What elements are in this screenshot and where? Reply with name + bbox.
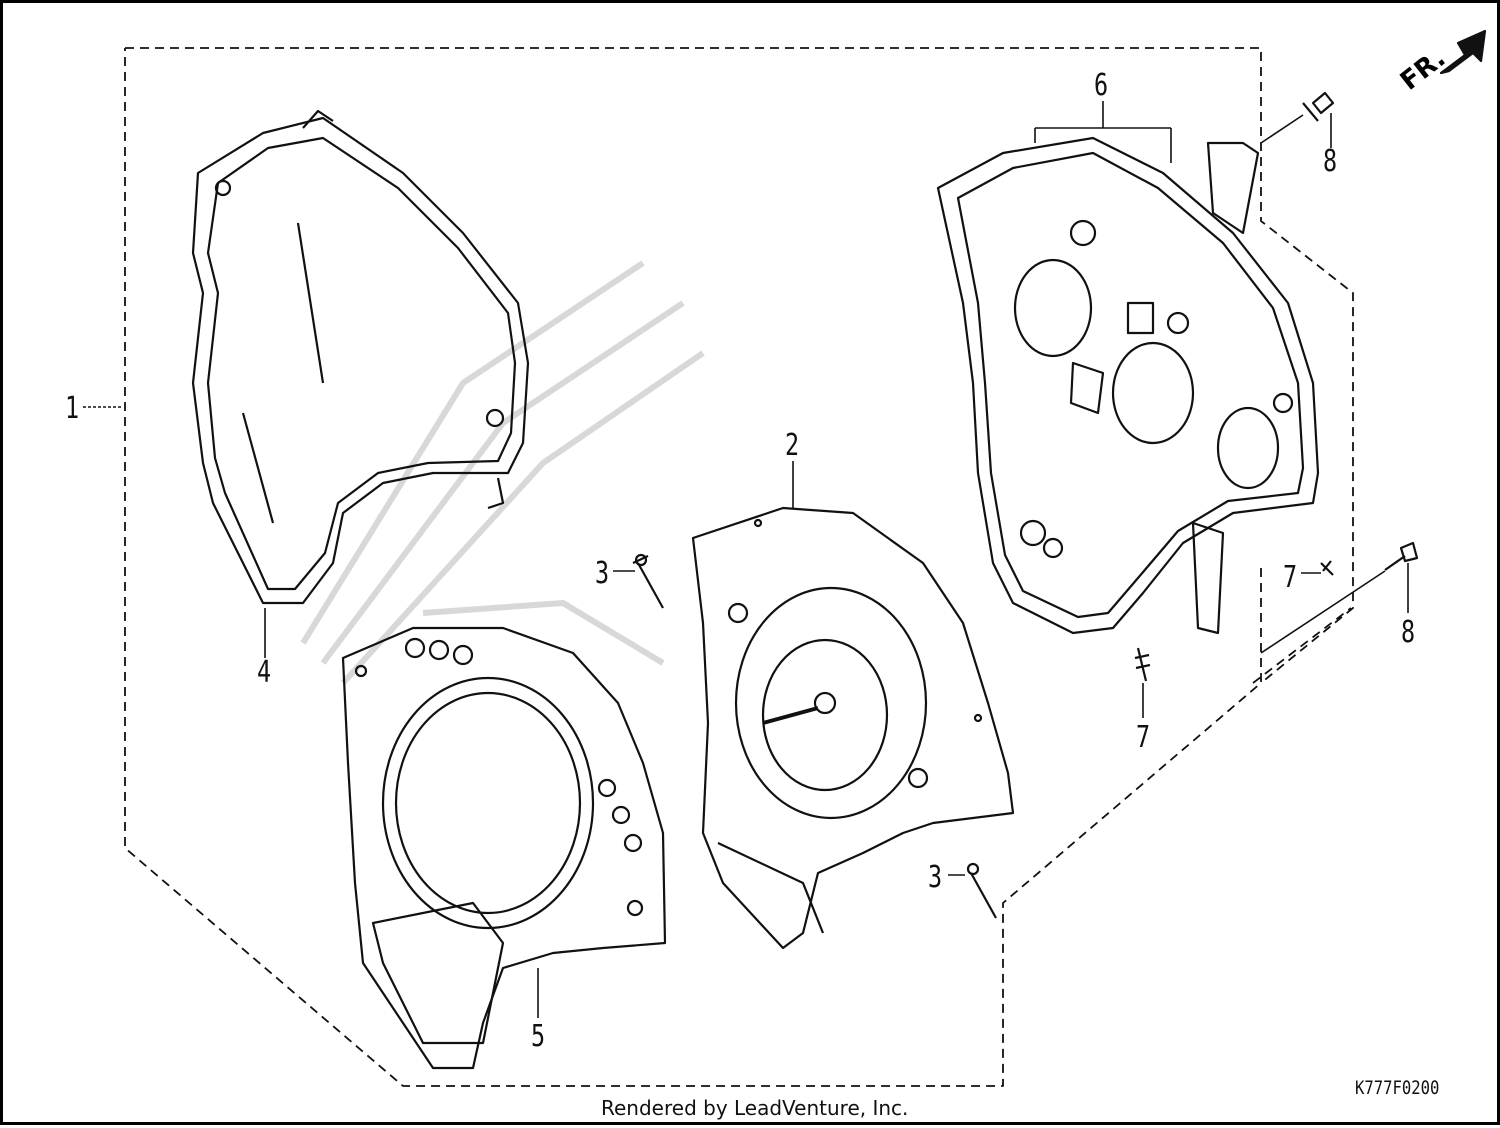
part-8-screw-a: [1302, 91, 1335, 122]
part-7-screw-a: [1320, 560, 1334, 576]
callout-7-b: 7: [1136, 720, 1151, 755]
callout-3-b: 3: [928, 860, 943, 895]
exploded-parts-drawing: [83, 29, 1487, 1087]
front-direction-arrow: [1439, 29, 1487, 75]
drawing-code: K777F0200: [1355, 1077, 1440, 1099]
part-6-meter-case-rear: [936, 136, 1320, 635]
callout-5: 5: [531, 1019, 546, 1054]
callout-7-a: 7: [1283, 560, 1298, 595]
callout-6: 6: [1094, 68, 1109, 103]
part-4-lens-cover: [191, 109, 530, 605]
leader-lines: [83, 101, 1409, 1018]
part-3-screw-a: [632, 553, 664, 609]
part-8-screw-b: [1384, 541, 1419, 571]
part-5-meter-case: [341, 626, 667, 1070]
brand-watermark: [300, 260, 705, 686]
callout-3-a: 3: [595, 556, 610, 591]
part-2-meter-panel: [691, 506, 1015, 950]
render-credit: Rendered by LeadVenture, Inc.: [601, 1096, 909, 1120]
part-3-screw-b: [966, 862, 997, 919]
callout-1: 1: [65, 391, 80, 426]
callout-4: 4: [257, 655, 272, 690]
part-7-screw-b: [1134, 647, 1151, 682]
callout-8-a: 8: [1323, 144, 1338, 179]
callout-8-b: 8: [1401, 615, 1416, 650]
assembly-boundary: [124, 47, 1354, 1087]
callout-2: 2: [785, 428, 800, 463]
